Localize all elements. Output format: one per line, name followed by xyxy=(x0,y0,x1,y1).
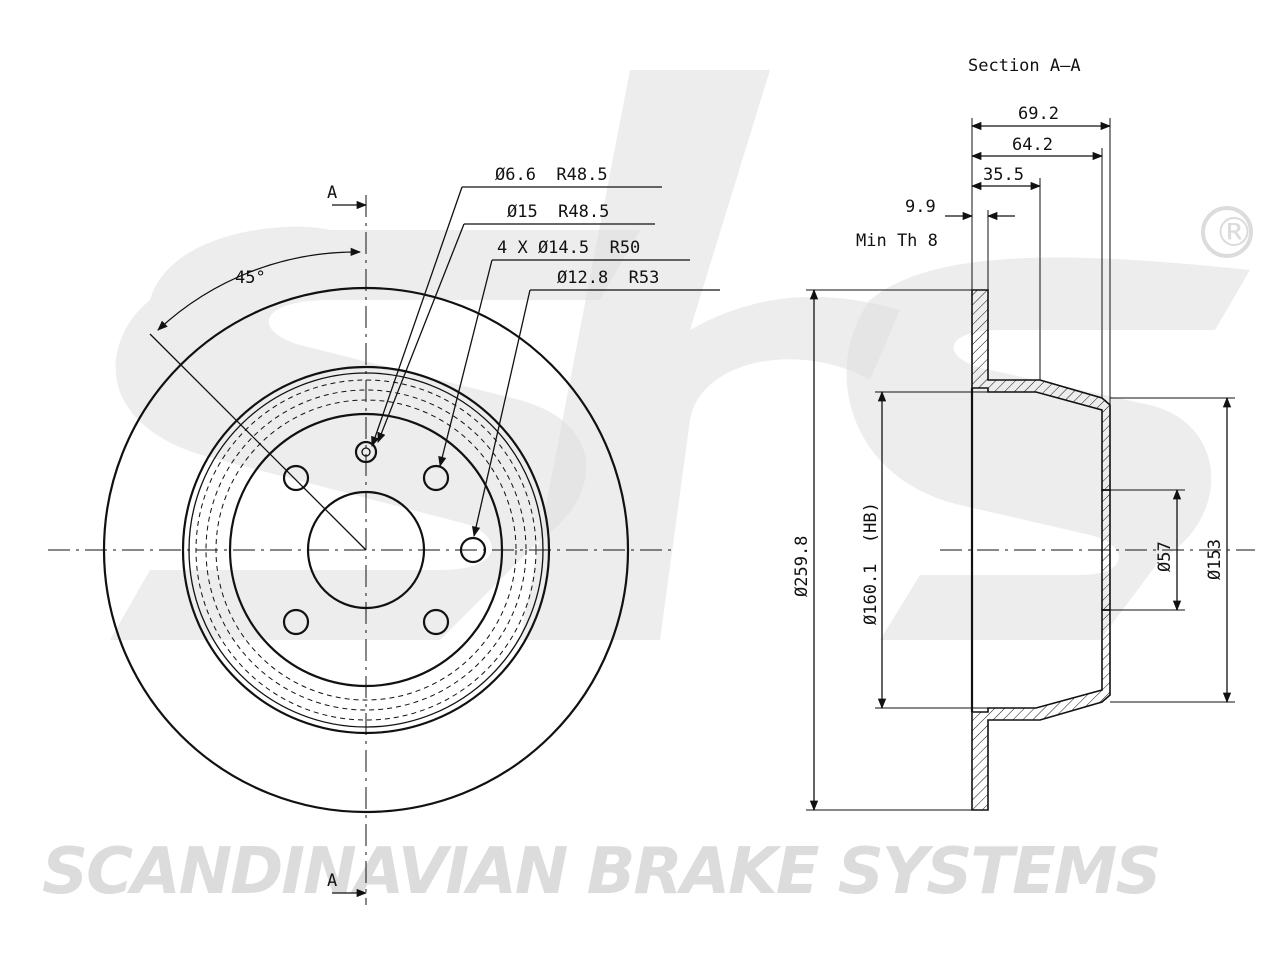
bolt-hole-4 xyxy=(282,464,310,492)
dashed-ring-3 xyxy=(215,399,517,701)
callout-leader-1 xyxy=(371,186,463,447)
dim-overall-height: 69.2 xyxy=(1018,104,1059,124)
friction-ring-inner xyxy=(181,365,551,735)
registered-mark: ® xyxy=(1201,206,1254,258)
registered-mark-text: ® xyxy=(1214,210,1254,256)
dim-hb-diameter: Ø160.1 (HB) xyxy=(861,502,881,625)
disc-outer-edge xyxy=(102,286,630,814)
angle-line xyxy=(149,333,367,551)
dim-hat-diameter: Ø153 xyxy=(1205,539,1225,580)
callout-leader-4 xyxy=(472,289,531,538)
bolt-hole-2 xyxy=(459,536,487,564)
dim-inner: 35.5 xyxy=(983,165,1024,185)
dashed-ring-2 xyxy=(205,389,527,711)
center-bore xyxy=(306,490,426,610)
dashed-ring-1 xyxy=(195,379,537,721)
dim-hat-height: 64.2 xyxy=(1012,135,1053,155)
section-marker-top: A xyxy=(327,183,337,203)
pin-hole xyxy=(354,440,378,464)
bolt-hole-5 xyxy=(282,608,310,636)
callout-leader-3 xyxy=(438,259,493,468)
hat-inner-ring xyxy=(228,412,504,688)
section-title: Section A–A xyxy=(968,56,1081,76)
callout-hole-4: Ø12.8 R53 xyxy=(557,268,659,288)
hat-outer-ring xyxy=(188,372,544,728)
angle-label: 45° xyxy=(235,268,266,288)
hub-face xyxy=(1101,489,1111,611)
callout-hole-1: Ø6.6 R48.5 xyxy=(495,165,608,185)
section-marker-bottom: A xyxy=(327,871,337,891)
section-view: Section A–A 69.2 64.2 35.5 9.9 Min Th 8 … xyxy=(792,56,1255,812)
brand-watermark-text: SCANDINAVIAN BRAKE SYSTEMS xyxy=(42,835,1159,909)
bolt-hole-3 xyxy=(422,608,450,636)
dim-disc-diameter: Ø259.8 xyxy=(792,536,812,597)
callout-leader-2 xyxy=(377,223,465,443)
callout-hole-3: 4 X Ø14.5 R50 xyxy=(497,238,640,258)
dim-disc-thickness: 9.9 xyxy=(905,197,936,217)
callout-hole-2: Ø15 R48.5 xyxy=(507,202,609,222)
bolt-hole-1 xyxy=(422,464,450,492)
min-thickness: Min Th 8 xyxy=(856,231,938,251)
front-view: 45° A A Ø6.6 R48.5 Ø15 R48.5 4 X Ø14.5 R… xyxy=(48,165,720,905)
pin-hole-inner xyxy=(361,447,371,457)
angle-arc xyxy=(157,247,362,331)
dim-center-diameter: Ø57 xyxy=(1155,541,1175,572)
